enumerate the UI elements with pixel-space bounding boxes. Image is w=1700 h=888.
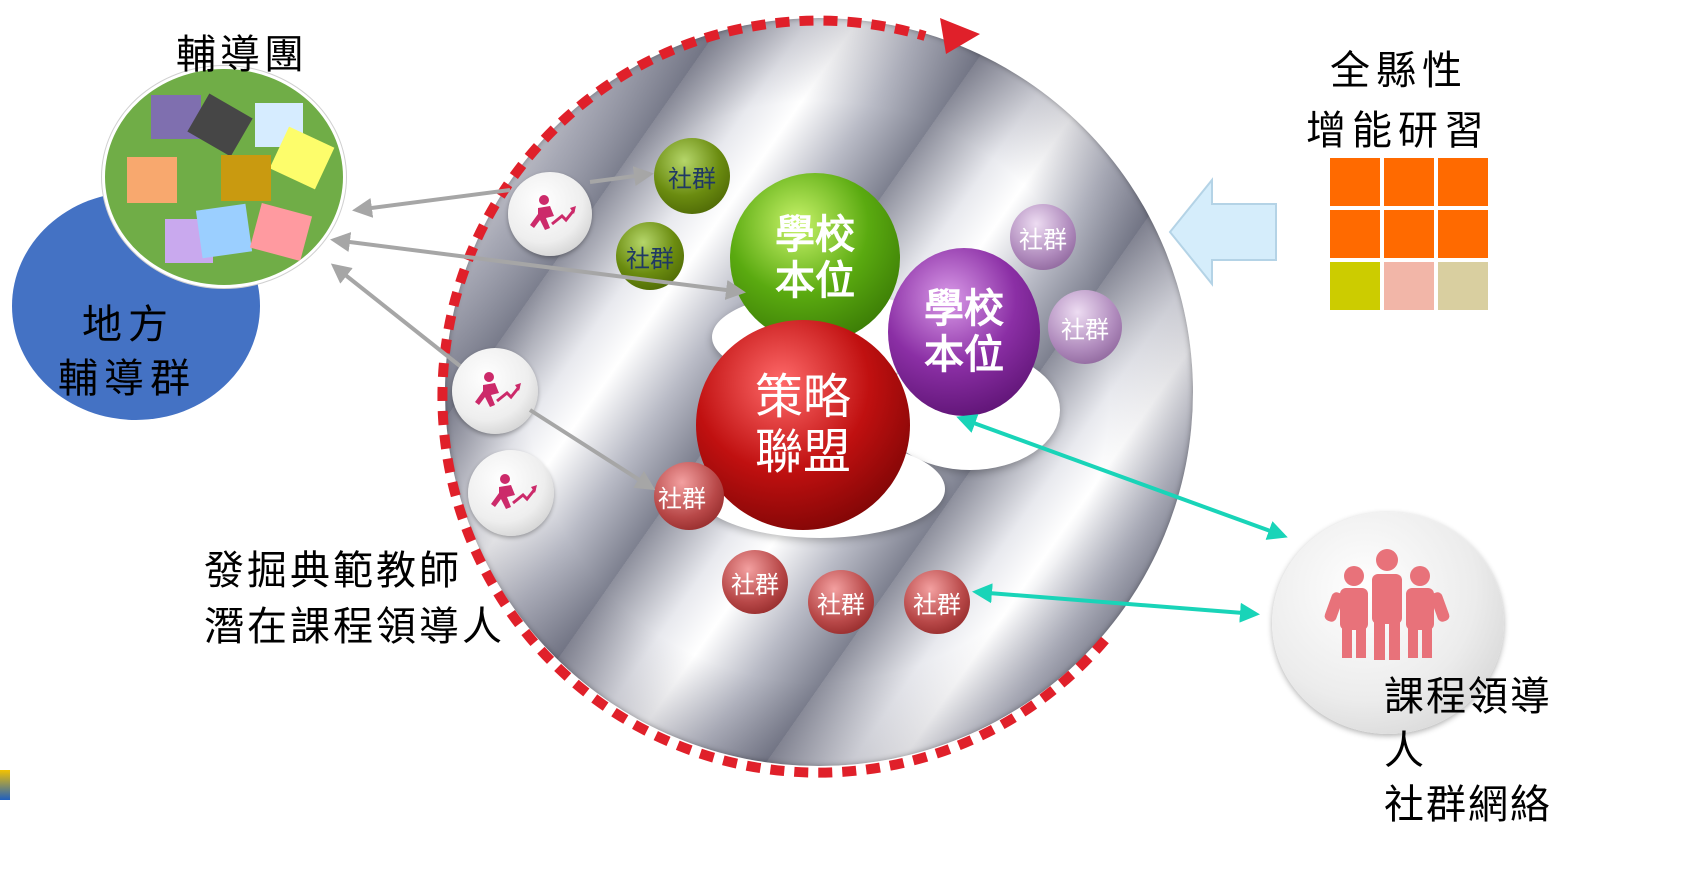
quanxian-line1: 全縣性 (1330, 48, 1468, 94)
purple-orb-line1: 學校 (924, 286, 1004, 332)
edge-fragment (0, 770, 10, 800)
green-orb-line2: 本位 (775, 258, 855, 304)
sticky-note (127, 157, 177, 203)
discover-line1: 發掘典範教師 (204, 548, 462, 594)
community-label: 社群 (1061, 315, 1109, 344)
community-orb: 社群 (654, 462, 724, 530)
block-arrow-left-icon (1168, 177, 1277, 287)
grid-cell (1384, 158, 1434, 206)
people-group-icon (1324, 549, 1450, 660)
grid-cell (1438, 262, 1488, 310)
training-grid (1330, 158, 1490, 310)
orb-school-based-green: 學校 本位 (730, 173, 900, 343)
community-orb: 社群 (904, 570, 970, 634)
discover-line2: 潛在課程領導人 (204, 604, 505, 650)
grid-cell (1330, 262, 1380, 310)
orb-school-based-purple: 學校 本位 (888, 248, 1040, 416)
grid-cell (1330, 210, 1380, 258)
difang-line2: 輔導群 (58, 356, 196, 402)
community-orb: 社群 (808, 570, 874, 634)
runner-circle (468, 450, 554, 536)
grey-arrow (352, 188, 511, 218)
community-label: 社群 (1019, 225, 1067, 254)
teal-arrow (972, 583, 1260, 623)
runner-circle (452, 348, 538, 434)
grid-cell (1330, 158, 1380, 206)
grid-cell (1384, 210, 1434, 258)
network-line2: 人 (1384, 728, 1424, 774)
community-label: 社群 (817, 590, 865, 619)
community-orb: 社群 (722, 550, 788, 614)
network-line1: 課程領導 (1384, 674, 1552, 720)
community-orb: 社群 (1048, 290, 1122, 364)
difang-line1: 地方 (82, 302, 174, 348)
grey-arrow (330, 263, 462, 368)
grid-cell (1438, 210, 1488, 258)
community-label: 社群 (913, 590, 961, 619)
community-label: 社群 (731, 570, 779, 599)
ring-arrowhead-icon (940, 18, 980, 54)
runner-icon (491, 474, 537, 509)
community-label: 社群 (658, 484, 706, 513)
sticky-note (221, 155, 271, 201)
purple-orb-line2: 本位 (924, 332, 1004, 378)
red-orb-line1: 策略 (754, 368, 851, 425)
runner-icon (475, 372, 521, 407)
quanxian-line2: 增能研習 (1306, 108, 1490, 154)
community-label: 社群 (668, 164, 716, 193)
grid-cell (1384, 262, 1434, 310)
green-orb-line1: 學校 (775, 212, 855, 258)
community-orb: 社群 (1010, 204, 1076, 270)
grey-arrow (528, 408, 656, 491)
grid-cell (1438, 158, 1488, 206)
community-orb: 社群 (654, 138, 730, 214)
network-line3: 社群網絡 (1384, 782, 1552, 828)
red-orb-line2: 聯盟 (754, 424, 851, 480)
fudaotuan-circle (102, 66, 346, 288)
grey-arrow (330, 232, 746, 300)
runner-icon (530, 195, 576, 230)
teal-arrow (956, 414, 1288, 540)
orb-strategic-alliance: 策略 聯盟 (696, 320, 910, 530)
grey-arrow (589, 166, 654, 187)
fudaotuan-label: 輔導團 (176, 32, 308, 78)
